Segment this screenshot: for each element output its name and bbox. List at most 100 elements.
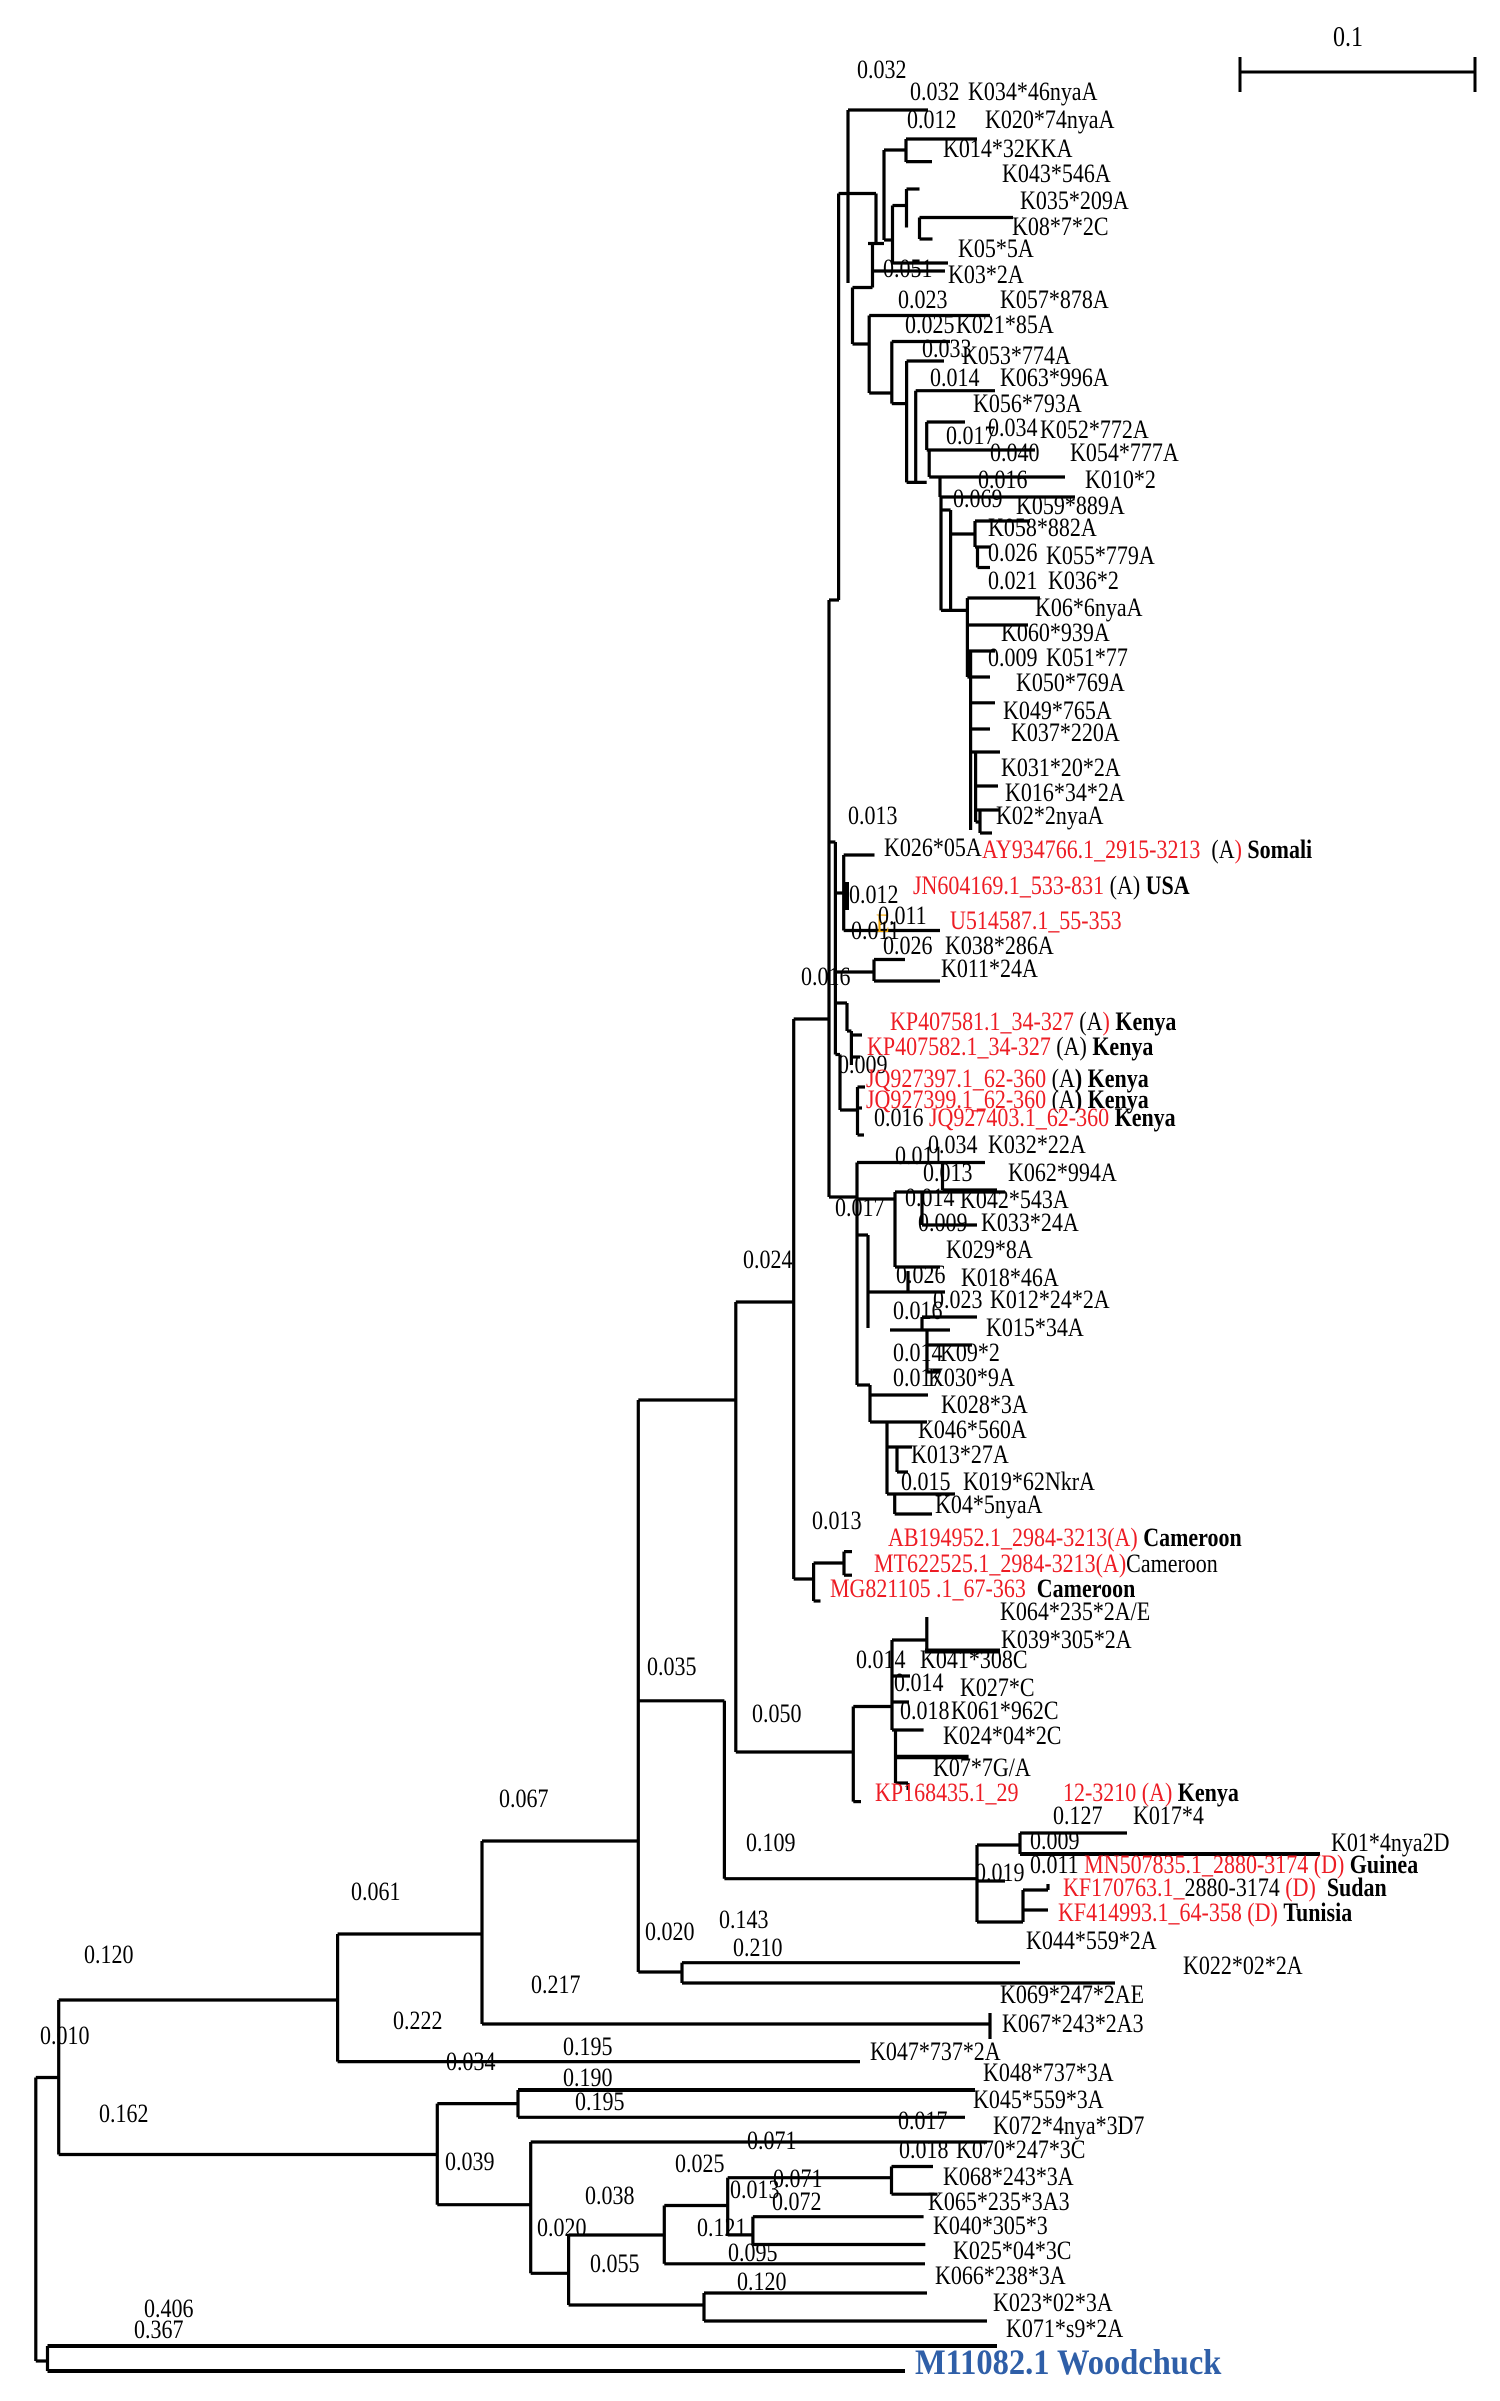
svg-text:K052*772A: K052*772A: [1040, 415, 1149, 444]
svg-text:0.020: 0.020: [645, 1917, 694, 1946]
svg-text:0.013: 0.013: [923, 1158, 972, 1187]
svg-text:0.010: 0.010: [40, 2021, 89, 2050]
svg-text:K067*243*2A3: K067*243*2A3: [1002, 2009, 1144, 2038]
svg-text:K041*308C: K041*308C: [920, 1645, 1027, 1674]
svg-text:0.026: 0.026: [883, 931, 932, 960]
svg-text:0.016: 0.016: [893, 1296, 942, 1325]
svg-text:MG821105 .1_67-363 Cameroon: MG821105 .1_67-363 Cameroon: [830, 1574, 1136, 1603]
svg-text:0.127: 0.127: [1053, 1801, 1102, 1830]
svg-text:K033*24A: K033*24A: [981, 1208, 1079, 1237]
svg-text:0.120: 0.120: [84, 1940, 133, 1969]
svg-text:0.055: 0.055: [590, 2249, 639, 2278]
svg-text:AB194952.1_2984-3213(A) Camero: AB194952.1_2984-3213(A) Cameroon: [888, 1523, 1242, 1552]
svg-text:K050*769A: K050*769A: [1016, 668, 1125, 697]
svg-text:0.024: 0.024: [743, 1245, 792, 1274]
svg-text:0.050: 0.050: [752, 1699, 801, 1728]
svg-text:K051*77: K051*77: [1046, 643, 1128, 672]
svg-text:0.017: 0.017: [898, 2106, 947, 2135]
svg-text:0.014: 0.014: [930, 363, 979, 392]
svg-text:0.014: 0.014: [894, 1668, 943, 1697]
svg-text:0.013: 0.013: [730, 2175, 779, 2204]
svg-text:K058*882A: K058*882A: [988, 513, 1097, 542]
svg-text:0.017: 0.017: [946, 421, 995, 450]
svg-text:K010*2: K010*2: [1085, 465, 1156, 494]
svg-text:K028*3A: K028*3A: [941, 1390, 1028, 1419]
svg-text:K038*286A: K038*286A: [945, 931, 1054, 960]
svg-text:K066*238*3A: K066*238*3A: [935, 2261, 1066, 2290]
svg-text:K064*235*2A/E: K064*235*2A/E: [1000, 1597, 1150, 1626]
svg-text:0.011 MN507835.1_2880-3174 (D): 0.011 MN507835.1_2880-3174 (D) Guinea: [1030, 1850, 1418, 1879]
svg-text:0.190: 0.190: [563, 2063, 612, 2092]
svg-text:K069*247*2AE: K069*247*2AE: [1000, 1980, 1144, 2009]
svg-text:K059*889A: K059*889A: [1016, 491, 1125, 520]
svg-text:0.011: 0.011: [895, 1141, 944, 1170]
svg-text:0.016: 0.016: [978, 465, 1027, 494]
svg-text:K013*27A: K013*27A: [911, 1440, 1009, 1469]
svg-text:0.017: 0.017: [835, 1193, 884, 1222]
svg-text:AY934766.1_2915-3213 (A) Soma: AY934766.1_2915-3213 (A) Somali: [982, 835, 1312, 864]
svg-text:K034*46nyaA: K034*46nyaA: [968, 77, 1098, 106]
svg-text:JQ927397.1_62-360 (A) Kenya: JQ927397.1_62-360 (A) Kenya: [866, 1064, 1149, 1093]
svg-text:JN604169.1_533-831 (A) USA: JN604169.1_533-831 (A) USA: [913, 871, 1190, 900]
svg-text:K048*737*3A: K048*737*3A: [983, 2058, 1114, 2087]
svg-text:0.018: 0.018: [900, 1696, 949, 1725]
svg-text:K026*05A: K026*05A: [884, 833, 982, 862]
svg-text:KP407581.1_34-327 (A) Kenya: KP407581.1_34-327 (A) Kenya: [890, 1007, 1176, 1036]
svg-text:0.039: 0.039: [445, 2147, 494, 2176]
svg-text:0.121: 0.121: [697, 2213, 746, 2242]
svg-text:K053*774A: K053*774A: [962, 341, 1071, 370]
svg-text:0.013: 0.013: [812, 1506, 861, 1535]
svg-text:K01*4nya2D: K01*4nya2D: [1331, 1828, 1449, 1857]
svg-text:K024*04*2C: K024*04*2C: [943, 1721, 1061, 1750]
svg-text:U514587.1_55-353: U514587.1_55-353: [950, 906, 1122, 935]
svg-text:0.069: 0.069: [953, 484, 1002, 513]
svg-text:0.012: 0.012: [849, 880, 898, 909]
svg-text:0.109: 0.109: [746, 1828, 795, 1857]
svg-text:K03*2A: K03*2A: [948, 260, 1024, 289]
svg-text:0.009: 0.009: [988, 643, 1037, 672]
svg-text:0.009: 0.009: [838, 1050, 887, 1079]
svg-text:0.016 JQ927403.1_62-360 Kenya: 0.016 JQ927403.1_62-360 Kenya: [874, 1103, 1176, 1132]
svg-text:K016*34*2A: K016*34*2A: [1005, 778, 1125, 807]
svg-text:K014*32KKA: K014*32KKA: [943, 134, 1073, 163]
svg-text:0.217: 0.217: [531, 1970, 580, 1999]
svg-text:0.023: 0.023: [933, 1285, 982, 1314]
svg-text:0.071: 0.071: [773, 2164, 822, 2193]
svg-text:0.040: 0.040: [990, 438, 1039, 467]
svg-text:0.035: 0.035: [647, 1652, 696, 1681]
svg-text:K019*62NkrA: K019*62NkrA: [963, 1467, 1095, 1496]
svg-text:0.023: 0.023: [898, 285, 947, 314]
svg-text:K054*777A: K054*777A: [1070, 438, 1179, 467]
svg-text:0.014: 0.014: [893, 1338, 942, 1367]
svg-text:0.026: 0.026: [896, 1260, 945, 1289]
svg-text:K022*02*2A: K022*02*2A: [1183, 1951, 1303, 1980]
svg-text:K044*559*2A: K044*559*2A: [1026, 1926, 1157, 1955]
svg-text:0.034: 0.034: [988, 413, 1037, 442]
svg-text:K037*220A: K037*220A: [1011, 718, 1120, 747]
svg-text:K011*24A: K011*24A: [941, 954, 1038, 983]
svg-text:0.032: 0.032: [857, 55, 906, 84]
svg-text:K018*46A: K018*46A: [961, 1263, 1059, 1292]
svg-text:K08*7*2C: K08*7*2C: [1012, 212, 1108, 241]
svg-text:K061*962C: K061*962C: [951, 1696, 1058, 1725]
svg-text:K027*C: K027*C: [960, 1673, 1035, 1702]
svg-text:K063*996A: K063*996A: [1000, 363, 1109, 392]
svg-text:K032*22A: K032*22A: [988, 1130, 1086, 1159]
svg-text:0.011: 0.011: [851, 916, 900, 945]
svg-text:0.032: 0.032: [910, 77, 959, 106]
svg-text:0.021: 0.021: [988, 566, 1037, 595]
svg-text:K031*20*2A: K031*20*2A: [1001, 753, 1121, 782]
svg-text:K065*235*3A3: K065*235*3A3: [928, 2187, 1070, 2216]
svg-text:0.051: 0.051: [883, 254, 932, 283]
svg-text:0.009: 0.009: [918, 1208, 967, 1237]
svg-text:0.026: 0.026: [988, 538, 1037, 567]
svg-text:KP168435.1_29: KP168435.1_29: [875, 1778, 1019, 1807]
svg-text:0.033: 0.033: [922, 334, 971, 363]
svg-text:K023*02*3A: K023*02*3A: [993, 2288, 1113, 2317]
svg-text:0.1: 0.1: [1333, 20, 1363, 53]
svg-text:K07*7G/A: K07*7G/A: [933, 1753, 1031, 1782]
svg-text:K020*74nyaA: K020*74nyaA: [985, 105, 1115, 134]
svg-text:K04*5nyaA: K04*5nyaA: [935, 1490, 1043, 1519]
svg-text:K070*247*3C: K070*247*3C: [956, 2135, 1085, 2164]
svg-text:K043*546A: K043*546A: [1002, 159, 1111, 188]
